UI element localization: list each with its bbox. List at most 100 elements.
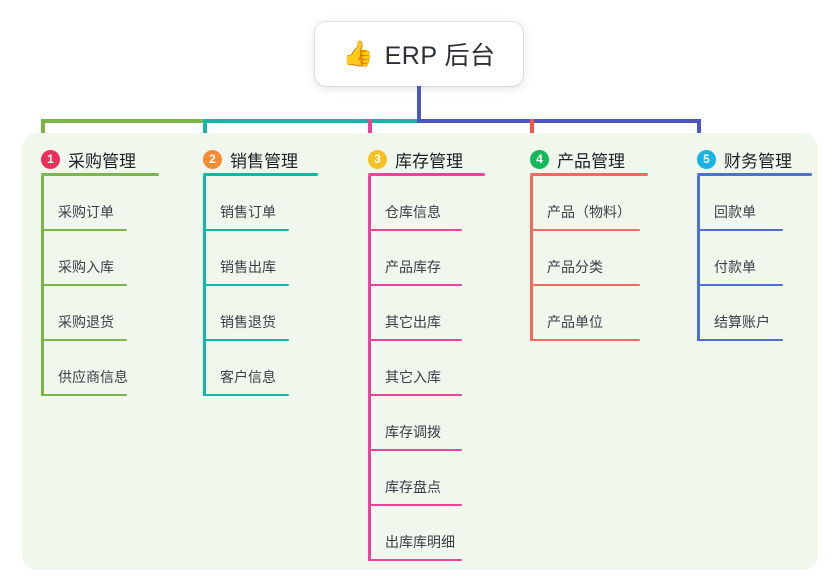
branch-spine-4	[530, 176, 533, 341]
leaf-item-underline	[41, 229, 127, 231]
leaf-item-underline	[41, 339, 127, 341]
leaf-item-label: 付款单	[714, 259, 756, 275]
leaf-item-underline	[530, 229, 640, 231]
leaf-item[interactable]: 销售退货	[184, 286, 298, 341]
leaf-item-underline	[368, 394, 462, 396]
leaf-item[interactable]: 销售订单	[184, 176, 298, 231]
branch-underline-3	[368, 173, 485, 176]
branch-label-2: 销售管理	[230, 151, 298, 171]
leaf-item[interactable]: 库存盘点	[349, 451, 463, 506]
leaf-item[interactable]: 其它入库	[349, 341, 463, 396]
leaf-item[interactable]: 产品单位	[511, 286, 640, 341]
leaf-item-underline	[368, 449, 462, 451]
leaf-item-label: 销售出库	[220, 259, 276, 275]
branches-panel	[22, 133, 818, 570]
leaf-item-underline	[697, 229, 783, 231]
branch-underline-2	[203, 173, 318, 176]
branch-label-5: 财务管理	[724, 151, 792, 171]
thumbs-up-icon: 👍	[342, 39, 374, 68]
branch-column-4: 4 产品管理产品（物料） 产品分类产品单位	[511, 142, 648, 341]
leaf-item-label: 销售订单	[220, 204, 276, 220]
root-stem-connector	[417, 86, 421, 123]
leaf-item-label: 其它入库	[385, 369, 441, 385]
branch-label-1: 采购管理	[68, 151, 136, 171]
branch-underline-5	[697, 173, 812, 176]
branch-badge-1: 1	[41, 149, 60, 169]
branch-label-4: 产品管理	[557, 151, 625, 171]
leaf-item-underline	[368, 339, 462, 341]
leaf-item[interactable]: 结算账户	[678, 286, 792, 341]
leaf-item-label: 结算账户	[714, 314, 770, 330]
branch-underline-4	[530, 173, 648, 176]
branch-header-5[interactable]: 5 财务管理	[678, 142, 812, 176]
leaf-item[interactable]: 仓库信息	[349, 176, 463, 231]
leaf-item[interactable]: 销售出库	[184, 231, 298, 286]
leaf-item[interactable]: 出库库明细	[349, 506, 463, 561]
bus-segment-teal	[203, 119, 419, 123]
leaf-item-label: 库存盘点	[385, 479, 441, 495]
root-node-content: 👍 ERP 后台	[342, 36, 495, 72]
leaf-item-label: 库存调拨	[385, 424, 441, 440]
leaf-item[interactable]: 供应商信息	[22, 341, 136, 396]
leaf-item-underline	[203, 229, 289, 231]
leaf-item-underline	[697, 284, 783, 286]
branch-badge-3: 3	[368, 149, 387, 169]
branch-spine-2	[203, 176, 206, 396]
leaf-item[interactable]: 采购订单	[22, 176, 136, 231]
leaf-item-underline	[368, 504, 462, 506]
leaf-item[interactable]: 付款单	[678, 231, 792, 286]
leaf-item-label: 仓库信息	[385, 204, 441, 220]
leaf-item-label: 其它出库	[385, 314, 441, 330]
leaf-item-underline	[41, 284, 127, 286]
branch-label-3: 库存管理	[395, 151, 463, 171]
leaf-item[interactable]: 回款单	[678, 176, 792, 231]
leaf-item[interactable]: 产品分类	[511, 231, 640, 286]
branch-column-5: 5 财务管理回款单付款单结算账户	[678, 142, 812, 341]
branch-header-4[interactable]: 4 产品管理	[511, 142, 648, 176]
leaf-item[interactable]: 采购入库	[22, 231, 136, 286]
root-node-title: ERP 后台	[384, 42, 496, 70]
leaf-item-underline	[697, 339, 783, 341]
branch-badge-2: 2	[203, 149, 222, 169]
branch-badge-5: 5	[697, 149, 716, 169]
leaf-item-label: 产品单位	[547, 314, 603, 330]
leaf-item-label: 产品库存	[385, 259, 441, 275]
branch-items-4: 产品（物料） 产品分类产品单位	[511, 176, 640, 341]
bus-segment-indigo	[417, 119, 700, 123]
leaf-item-underline	[203, 394, 289, 396]
branch-header-3[interactable]: 3 库存管理	[349, 142, 485, 176]
root-node[interactable]: 👍 ERP 后台	[315, 22, 523, 86]
leaf-item[interactable]: 采购退货	[22, 286, 136, 341]
branch-items-3: 仓库信息产品库存其它出库其它入库库存调拨库存盘点出库库明细	[349, 176, 463, 561]
bus-segment-green	[41, 119, 206, 123]
leaf-item-underline	[203, 339, 289, 341]
leaf-item-label: 销售退货	[220, 314, 276, 330]
branch-underline-1	[41, 173, 159, 176]
leaf-item-label: 客户信息	[220, 369, 276, 385]
leaf-item[interactable]: 产品（物料）	[511, 176, 640, 231]
branch-items-1: 采购订单采购入库采购退货供应商信息	[22, 176, 136, 396]
branch-badge-4: 4	[530, 149, 549, 169]
leaf-item[interactable]: 产品库存	[349, 231, 463, 286]
leaf-item-label: 产品分类	[547, 259, 603, 275]
leaf-item-underline	[530, 284, 640, 286]
leaf-item[interactable]: 库存调拨	[349, 396, 463, 451]
leaf-item-label: 出库库明细	[385, 534, 455, 550]
branch-header-1[interactable]: 1 采购管理	[22, 142, 159, 176]
leaf-item-label: 回款单	[714, 204, 756, 220]
leaf-item[interactable]: 其它出库	[349, 286, 463, 341]
branch-header-2[interactable]: 2 销售管理	[184, 142, 318, 176]
leaf-item-label: 产品（物料）	[547, 204, 631, 220]
leaf-item-underline	[530, 339, 640, 341]
branch-spine-1	[41, 176, 44, 396]
leaf-item[interactable]: 客户信息	[184, 341, 298, 396]
branch-items-2: 销售订单销售出库销售退货客户信息	[184, 176, 298, 396]
branch-column-3: 3 库存管理仓库信息产品库存其它出库其它入库库存调拨库存盘点出库库明细	[349, 142, 485, 561]
leaf-item-underline	[368, 229, 462, 231]
leaf-item-label: 采购订单	[58, 204, 114, 220]
leaf-item-underline	[368, 559, 462, 561]
branch-spine-3	[368, 176, 371, 561]
branch-column-2: 2 销售管理销售订单销售出库销售退货客户信息	[184, 142, 318, 396]
leaf-item-label: 采购入库	[58, 259, 114, 275]
leaf-item-label: 供应商信息	[58, 369, 128, 385]
